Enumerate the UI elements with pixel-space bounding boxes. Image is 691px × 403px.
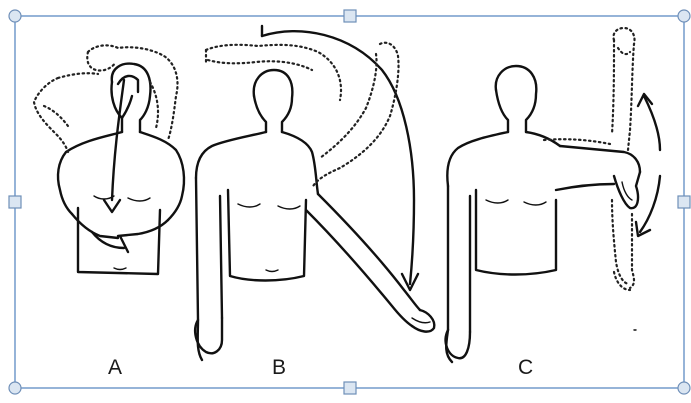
- resize-handle-top-middle[interactable]: [344, 10, 356, 22]
- panel-b-figure: [195, 26, 434, 360]
- resize-handle-bottom-left[interactable]: [9, 382, 21, 394]
- resize-handle-left-middle[interactable]: [9, 196, 21, 208]
- resize-handle-top-left[interactable]: [9, 10, 21, 22]
- selection-frame: [15, 16, 684, 388]
- panel-a-figure: [34, 45, 184, 274]
- resize-handle-top-right[interactable]: [678, 10, 690, 22]
- resize-handle-bottom-middle[interactable]: [344, 382, 356, 394]
- resize-handle-bottom-right[interactable]: [678, 382, 690, 394]
- panel-label-a: A: [108, 356, 122, 379]
- resize-handle-right-middle[interactable]: [678, 196, 690, 208]
- panel-label-c: C: [518, 356, 533, 379]
- panel-c-figure: [446, 28, 660, 362]
- panel-label-b: B: [272, 356, 286, 379]
